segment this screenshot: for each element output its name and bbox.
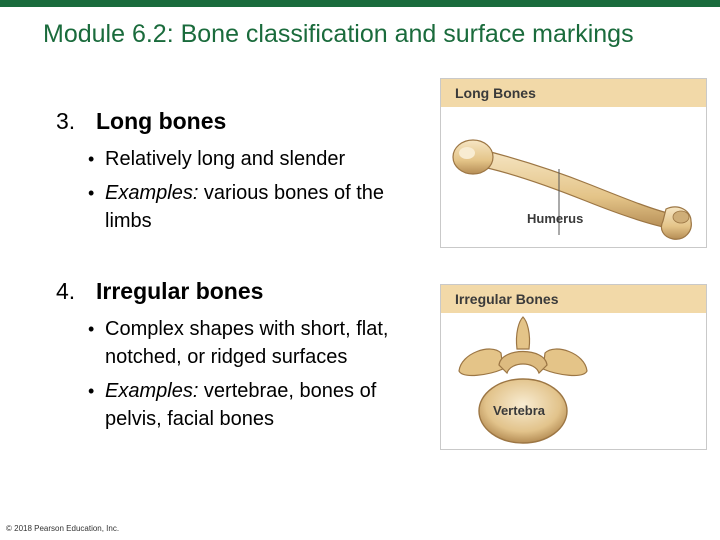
bullet-item: Complex shapes with short, flat, notched… [88,315,418,371]
humerus-icon [452,139,692,240]
top-accent-bar [0,0,720,7]
bullet-item: Relatively long and slender [88,145,418,173]
section-heading-text: Long bones [96,108,227,134]
section-long-bones-heading: 3. Long bones [56,108,226,135]
bullet-text: various bones of the limbs [105,182,385,232]
bullet-text: Relatively long and slender [105,148,346,170]
bullet-item: Examples: various bones of the limbs [88,179,418,235]
long-bones-bullet-list: Relatively long and slender Examples: va… [88,145,418,241]
copyright-notice: © 2018 Pearson Education, Inc. [6,524,120,533]
bullet-lead: Examples: [105,380,199,402]
bullet-lead: Examples: [105,182,199,204]
irregular-bones-bullet-list: Complex shapes with short, flat, notched… [88,315,418,439]
bullet-text: vertebrae, bones of pelvis, facial bones [105,380,377,430]
vertebra-icon [458,316,588,444]
bullet-text: Complex shapes with short, flat, notched… [105,318,389,368]
irregular-bones-figure: Irregular Bones Vertebra [440,284,707,450]
section-heading-text: Irregular bones [96,278,264,304]
long-bones-figure: Long Bones Humerus [440,78,707,248]
bullet-item: Examples: vertebrae, bones of pelvis, fa… [88,377,418,433]
section-irregular-bones-heading: 4. Irregular bones [56,278,263,305]
figure-header: Irregular Bones [441,285,706,313]
section-number: 4. [56,278,76,304]
figure-label: Vertebra [493,403,546,418]
section-number: 3. [56,108,76,134]
figure-label: Humerus [527,211,584,226]
slide-title: Module 6.2: Bone classification and surf… [43,20,634,48]
figure-header: Long Bones [441,79,706,107]
